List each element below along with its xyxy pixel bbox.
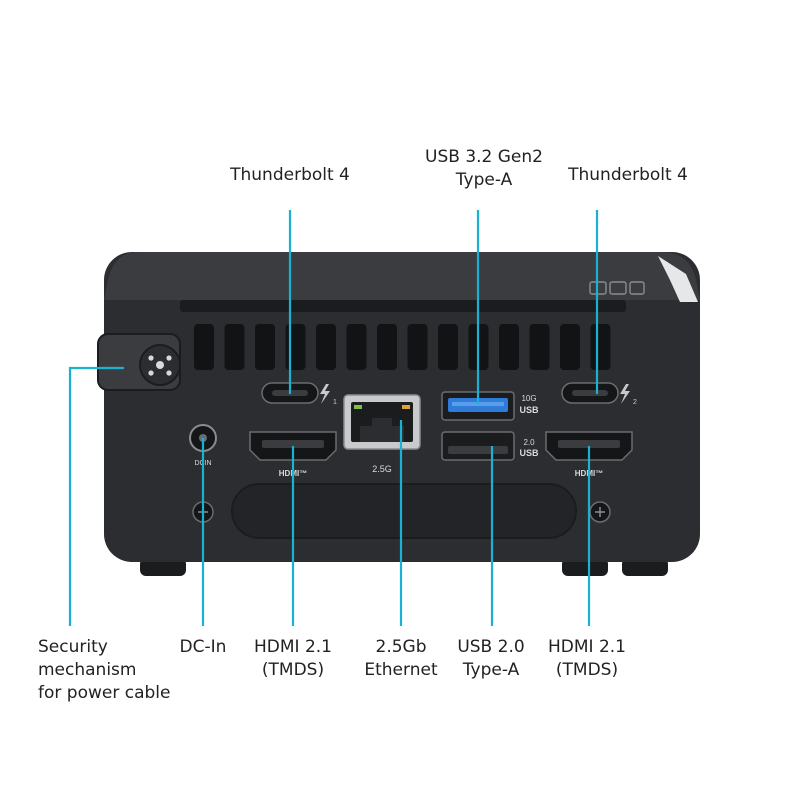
vent-slot xyxy=(438,324,458,370)
vent-slot xyxy=(560,324,580,370)
vent-slot xyxy=(377,324,397,370)
vent-slot xyxy=(529,324,550,370)
usb20-speed: 2.0 xyxy=(523,438,535,447)
foot xyxy=(562,558,608,576)
foot xyxy=(140,558,186,576)
label-thunderbolt-left: Thunderbolt 4 xyxy=(230,165,350,185)
lid-edge xyxy=(658,256,698,302)
vent-slot xyxy=(316,324,336,370)
label-thunderbolt-right: Thunderbolt 4 xyxy=(568,165,688,185)
lightning-bolt-icon xyxy=(620,384,630,404)
label-hdmi-left: HDMI 2.1 (TMDS) xyxy=(254,637,332,680)
vent-slot xyxy=(194,324,214,370)
foot xyxy=(622,558,668,576)
vent-slot xyxy=(407,324,428,370)
vent-slot xyxy=(499,324,519,370)
thunderbolt-port-right xyxy=(561,382,619,404)
bottom-cover-plate xyxy=(231,483,577,539)
vent-slot xyxy=(285,324,306,370)
vent-slot xyxy=(590,324,611,370)
security-lock-icon xyxy=(148,355,172,376)
label-security: Security mechanism for power cable xyxy=(38,637,171,703)
tb-right-index: 2 xyxy=(633,399,637,406)
lan-speed: 2.5G xyxy=(372,464,392,474)
security-mechanism xyxy=(97,333,181,391)
vent-slot xyxy=(255,324,275,370)
vent-slot xyxy=(346,324,367,370)
label-ethernet: 2.5Gb Ethernet xyxy=(364,637,438,680)
label-dcin: DC-In xyxy=(179,637,227,657)
vent-slot xyxy=(224,324,245,370)
usb32-usb: USB xyxy=(519,405,539,415)
ethernet-port xyxy=(343,394,421,450)
lightning-bolt-icon xyxy=(320,384,330,404)
usb20-usb: USB xyxy=(519,448,539,458)
chassis-top xyxy=(104,252,700,300)
label-usb32: USB 3.2 Gen2 Type-A xyxy=(425,147,543,190)
screw-icon xyxy=(589,501,611,523)
leader-lines xyxy=(68,210,599,626)
label-usb20: USB 2.0 Type-A xyxy=(457,637,525,680)
tb-left-index: 1 xyxy=(333,399,337,406)
usb20-port xyxy=(441,431,515,461)
leader-security xyxy=(68,366,124,626)
label-hdmi-right: HDMI 2.1 (TMDS) xyxy=(548,637,626,680)
lid-gap xyxy=(180,300,626,312)
usb32-speed: 10G xyxy=(521,394,536,403)
